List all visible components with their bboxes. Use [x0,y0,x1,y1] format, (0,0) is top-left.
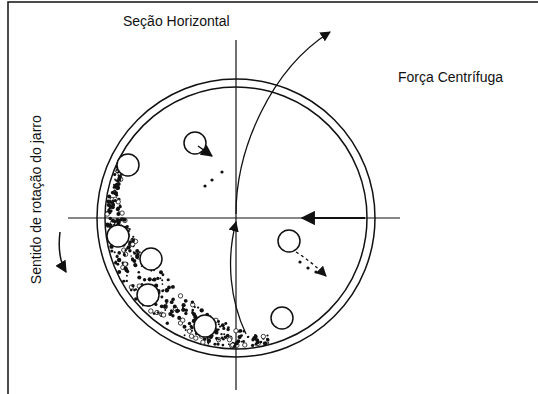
powder-charge [105,154,318,348]
ball-fall-arrow [198,146,212,156]
section-title: Seção Horizontal [123,14,230,29]
rotation-label: Sentido de rotação do jarro [28,116,43,285]
vertical-axis [235,40,236,390]
rise-arrow [231,222,246,334]
centripetal-arrow [302,217,365,219]
rotation-arrow [59,232,66,272]
force-label: Força Centrífuga [398,70,503,85]
centrifugal-arrow [236,32,330,214]
grinding-balls [107,132,300,337]
frame [8,2,538,394]
cascade-arrow [296,252,326,276]
